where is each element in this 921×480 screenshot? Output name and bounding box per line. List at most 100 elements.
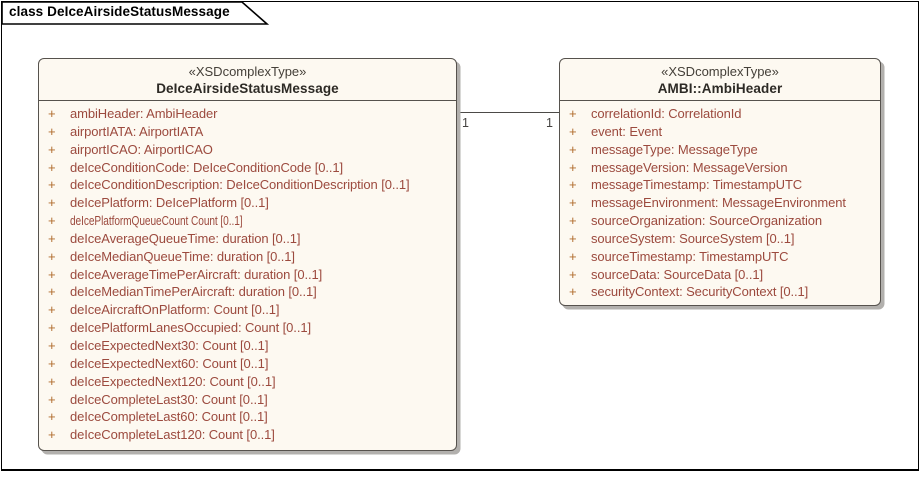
attribute-row[interactable]: + event: Event xyxy=(569,123,876,141)
attribute-row[interactable]: + sourceData: SourceData [0..1] xyxy=(569,266,876,284)
attribute-row[interactable]: + deIceAverageQueueTime: duration [0..1] xyxy=(48,230,452,248)
class-box-ambi-header[interactable]: «XSDcomplexType» AMBI::AmbiHeader + corr… xyxy=(559,58,881,306)
attribute-row[interactable]: + sourceOrganization: SourceOrganization xyxy=(569,212,876,230)
attribute-row[interactable]: + deIceConditionCode: DeIceConditionCode… xyxy=(48,159,452,177)
public-visibility-icon: + xyxy=(569,195,577,211)
attribute-text: deIceConditionDescription: DeIceConditio… xyxy=(70,177,410,193)
association-connector[interactable] xyxy=(456,112,560,113)
public-visibility-icon: + xyxy=(569,284,577,300)
attribute-row[interactable]: + sourceSystem: SourceSystem [0..1] xyxy=(569,230,876,248)
public-visibility-icon: + xyxy=(48,106,56,121)
attribute-row[interactable]: + deIcePlatformLanesOccupied: Count [0..… xyxy=(48,319,452,337)
attribute-row[interactable]: + deIceAverageTimePerAircraft: duration … xyxy=(48,266,452,284)
public-visibility-icon: + xyxy=(48,284,56,300)
public-visibility-icon: + xyxy=(569,106,577,121)
attribute-list: + ambiHeader: AmbiHeader + airportIATA: … xyxy=(39,101,456,444)
public-visibility-icon: + xyxy=(569,213,577,229)
attribute-row[interactable]: + sourceTimestamp: TimestampUTC xyxy=(569,248,876,266)
attribute-text: sourceData: SourceData [0..1] xyxy=(591,266,763,282)
public-visibility-icon: + xyxy=(569,230,577,246)
attribute-text: sourceOrganization: SourceOrganization xyxy=(591,213,823,229)
public-visibility-icon: + xyxy=(569,177,577,193)
attribute-row[interactable]: + deIceMedianTimePerAircraft: duration [… xyxy=(48,283,452,301)
attribute-row[interactable]: + deIceAircraftOnPlatform: Count [0..1] xyxy=(48,301,452,319)
attribute-text: deIceConditionCode: DeIceConditionCode [… xyxy=(70,159,344,175)
class-name: AMBI::AmbiHeader xyxy=(657,81,783,96)
attribute-text: deIceExpectedNext60: Count [0..1] xyxy=(70,355,269,371)
attribute-row[interactable]: + deIceExpectedNext120: Count [0..1] xyxy=(48,373,452,391)
public-visibility-icon: + xyxy=(48,213,56,229)
attribute-text: ambiHeader: AmbiHeader xyxy=(70,106,218,121)
public-visibility-icon: + xyxy=(48,141,56,157)
attribute-text: messageTimestamp: TimestampUTC xyxy=(591,177,803,193)
attribute-row[interactable]: + messageType: MessageType xyxy=(569,141,876,159)
public-visibility-icon: + xyxy=(48,159,56,175)
public-visibility-icon: + xyxy=(48,391,56,407)
diagram-tab[interactable]: class DeIceAirsideStatusMessage xyxy=(1,1,271,25)
public-visibility-icon: + xyxy=(48,320,56,336)
attribute-text: deIceCompleteLast120: Count [0..1] xyxy=(70,427,275,443)
attribute-text: deIceCompleteLast30: Count [0..1] xyxy=(70,391,268,407)
attribute-text: correlationId: CorrelationId xyxy=(591,106,742,121)
diagram-title: class DeIceAirsideStatusMessage xyxy=(9,4,230,19)
attribute-text: deIcePlatform: DeIcePlatform [0..1] xyxy=(70,195,269,211)
public-visibility-icon: + xyxy=(48,302,56,318)
attribute-text: deIceAverageTimePerAircraft: duration [0… xyxy=(70,266,323,282)
public-visibility-icon: + xyxy=(48,177,56,193)
attribute-text: deIceMedianTimePerAircraft: duration [0.… xyxy=(70,284,317,300)
attribute-row[interactable]: + airportICAO: AirportICAO xyxy=(48,141,452,159)
attribute-text: deIceAircraftOnPlatform: Count [0..1] xyxy=(70,302,280,318)
attribute-row[interactable]: + deIceExpectedNext30: Count [0..1] xyxy=(48,337,452,355)
class-box-deice-airside-status-message[interactable]: «XSDcomplexType» DeIceAirsideStatusMessa… xyxy=(38,58,457,451)
attribute-row[interactable]: + deIceCompleteLast30: Count [0..1] xyxy=(48,391,452,409)
stereotype-label: «XSDcomplexType» xyxy=(661,64,779,79)
attribute-row[interactable]: + securityContext: SecurityContext [0..1… xyxy=(569,283,876,301)
public-visibility-icon: + xyxy=(48,355,56,371)
attribute-row[interactable]: + ambiHeader: AmbiHeader xyxy=(48,105,452,123)
public-visibility-icon: + xyxy=(48,373,56,389)
attribute-row[interactable]: + deIceMedianQueueTime: duration [0..1] xyxy=(48,248,452,266)
attribute-text: deIcePlatformLanesOccupied: Count [0..1] xyxy=(70,320,311,336)
public-visibility-icon: + xyxy=(48,195,56,211)
public-visibility-icon: + xyxy=(48,230,56,246)
diagram-frame: class DeIceAirsideStatusMessage 1 1 «XSD… xyxy=(1,1,919,471)
public-visibility-icon: + xyxy=(48,123,56,139)
class-header: «XSDcomplexType» DeIceAirsideStatusMessa… xyxy=(39,59,456,101)
attribute-text: sourceTimestamp: TimestampUTC xyxy=(591,248,789,264)
attribute-row[interactable]: + deIceCompleteLast60: Count [0..1] xyxy=(48,408,452,426)
public-visibility-icon: + xyxy=(569,123,577,139)
attribute-text: messageType: MessageType xyxy=(591,141,758,157)
attribute-row[interactable]: + deIceCompleteLast120: Count [0..1] xyxy=(48,426,452,444)
attribute-text: deIceExpectedNext30: Count [0..1] xyxy=(70,337,269,353)
attribute-text: airportIATA: AirportIATA xyxy=(70,123,204,139)
public-visibility-icon: + xyxy=(48,266,56,282)
attribute-text: securityContext: SecurityContext [0..1] xyxy=(591,284,809,300)
attribute-text: deIceMedianQueueTime: duration [0..1] xyxy=(70,248,295,264)
attribute-row[interactable]: + messageVersion: MessageVersion xyxy=(569,159,876,177)
attribute-row[interactable]: + deIceConditionDescription: DeIceCondit… xyxy=(48,176,452,194)
attribute-text: deIcePlatformQueueCount Count [0..1] xyxy=(70,213,243,229)
attribute-text: deIceCompleteLast60: Count [0..1] xyxy=(70,409,268,425)
attribute-row[interactable]: + messageEnvironment: MessageEnvironment xyxy=(569,194,876,212)
attribute-row[interactable]: + messageTimestamp: TimestampUTC xyxy=(569,176,876,194)
class-header: «XSDcomplexType» AMBI::AmbiHeader xyxy=(560,59,880,101)
public-visibility-icon: + xyxy=(48,409,56,425)
public-visibility-icon: + xyxy=(48,337,56,353)
attribute-text: airportICAO: AirportICAO xyxy=(70,141,213,157)
class-name: DeIceAirsideStatusMessage xyxy=(156,81,339,96)
public-visibility-icon: + xyxy=(569,159,577,175)
stereotype-label: «XSDcomplexType» xyxy=(188,64,307,79)
attribute-text: messageEnvironment: MessageEnvironment xyxy=(591,195,846,211)
attribute-text: messageVersion: MessageVersion xyxy=(591,159,788,175)
attribute-row[interactable]: + deIcePlatform: DeIcePlatform [0..1] xyxy=(48,194,452,212)
public-visibility-icon: + xyxy=(569,266,577,282)
attribute-text: event: Event xyxy=(591,123,663,139)
attribute-text: deIceAverageQueueTime: duration [0..1] xyxy=(70,230,301,246)
public-visibility-icon: + xyxy=(569,248,577,264)
attribute-row[interactable]: + airportIATA: AirportIATA xyxy=(48,123,452,141)
public-visibility-icon: + xyxy=(48,427,56,443)
attribute-row[interactable]: + correlationId: CorrelationId xyxy=(569,105,876,123)
attribute-row[interactable]: + deIcePlatformQueueCount Count [0..1] xyxy=(48,212,452,230)
public-visibility-icon: + xyxy=(569,141,577,157)
attribute-row[interactable]: + deIceExpectedNext60: Count [0..1] xyxy=(48,355,452,373)
